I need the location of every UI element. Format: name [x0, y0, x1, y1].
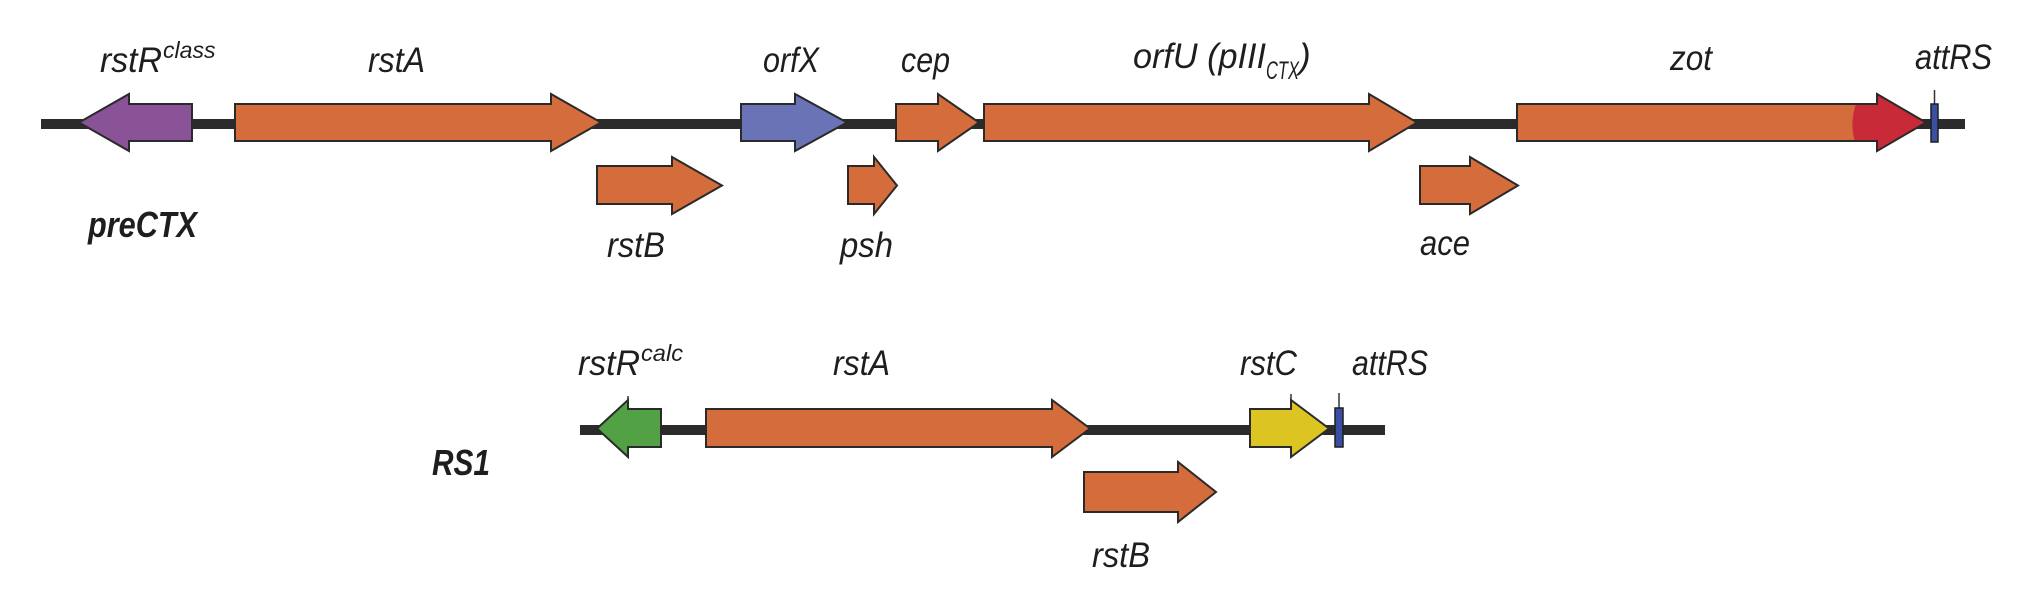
gene-label-rsta: rstA: [368, 41, 425, 80]
gene-arrow-cep: [895, 92, 981, 153]
att-site-label: attRS: [1915, 38, 1992, 77]
gene-label-ace: ace: [1420, 224, 1470, 263]
gene-label-rsta: rstA: [833, 344, 890, 383]
gene-arrow-ace: [1419, 155, 1520, 216]
gene-label-orfx: orfX: [763, 41, 820, 80]
gene-arrow-zot-outline: [1516, 92, 1928, 153]
gene-arrow-rstc: [1249, 398, 1331, 459]
gene-label-main: orfU (pIII: [1133, 37, 1266, 76]
gene-arrow-orfu: [983, 92, 1419, 153]
gene-arrow-psh: [847, 154, 899, 217]
gene-label-rstb: rstB: [1092, 536, 1150, 575]
element-rs1-shapes: [580, 393, 1385, 525]
gene-label-psh: psh: [839, 226, 893, 265]
gene-label-rstr: rstR: [578, 344, 640, 383]
gene-arrow-rsta: [234, 92, 604, 153]
att-site-marker: [1930, 103, 1939, 143]
gene-label-rstc: rstC: [1240, 344, 1298, 383]
gene-label-superscript: calc: [641, 340, 684, 366]
gene-label-superscript: class: [163, 37, 216, 63]
gene-label-zot: zot: [1669, 39, 1713, 78]
gene-arrow-rstr: [595, 397, 662, 460]
gene-arrow-rstr: [76, 92, 193, 153]
gene-arrow-rsta: [705, 398, 1092, 459]
element-prectx-shapes: [41, 90, 1965, 217]
gene-arrow-orfx: [740, 92, 850, 153]
gene-arrow-rstb: [1083, 459, 1218, 525]
att-site-label: attRS: [1352, 344, 1428, 383]
gene-label-suffix: ): [1295, 37, 1311, 76]
gene-label-cep: cep: [901, 41, 950, 80]
gene-label-subscript: CTX: [1266, 57, 1300, 85]
gene-shapes: [41, 90, 1965, 525]
gene-arrow-rstb: [596, 155, 725, 216]
element-title-prectx: preCTX: [87, 204, 199, 245]
att-site-marker: [1334, 407, 1344, 448]
gene-arrow-zot-body: [1517, 94, 1926, 151]
gene-label-orfu: orfU (pIIICTX): [1133, 37, 1311, 85]
element-title-rs1: RS1: [432, 442, 490, 483]
gene-label-rstr: rstR: [100, 41, 162, 80]
gene-label-rstb: rstB: [607, 226, 665, 265]
